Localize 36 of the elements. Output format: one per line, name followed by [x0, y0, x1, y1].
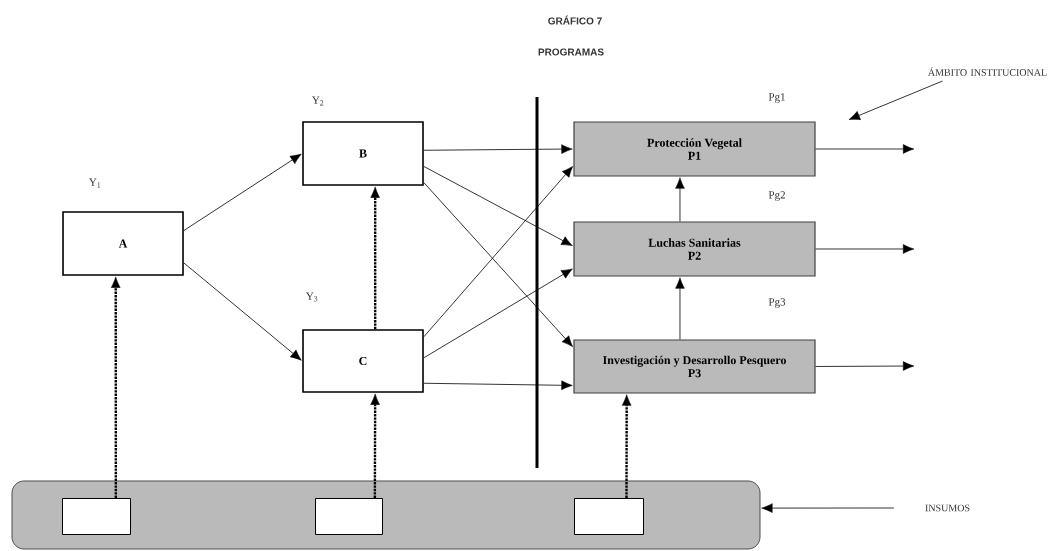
- node-caption: Pg2: [768, 191, 785, 201]
- arrow: [815, 361, 915, 371]
- program-box: Protección Vegetal P1: [573, 121, 816, 177]
- node-caption: Y$_{3}$: [306, 292, 318, 302]
- node-caption: Y$_{2}$: [312, 96, 324, 106]
- block-box: A: [62, 211, 184, 276]
- arrow: [423, 380, 573, 391]
- arrow: [423, 144, 573, 154]
- arrow: [370, 393, 380, 498]
- arrow: [423, 166, 573, 246]
- arrow: [675, 277, 685, 340]
- arrow: [621, 394, 632, 498]
- note-text: INSUMOS: [925, 504, 970, 512]
- program-box: Luchas Sanitarias P2: [573, 221, 816, 277]
- arrow: [423, 268, 573, 359]
- arrow: [761, 503, 895, 513]
- arrow: [848, 80, 943, 120]
- title: GRÁFICO 7: [548, 15, 602, 25]
- input-box: [574, 498, 644, 535]
- node-caption: Pg1: [768, 93, 785, 103]
- arrow: [815, 244, 915, 254]
- node-caption: Pg3: [768, 298, 786, 308]
- input-box: [315, 498, 383, 535]
- input-box: [62, 498, 131, 535]
- note-text: ÁMBITO INSTITUCIONAL: [927, 67, 1047, 76]
- block-box: C: [302, 329, 424, 393]
- arrow: [110, 276, 121, 498]
- arrow: [183, 153, 302, 231]
- arrow: [183, 262, 302, 361]
- node-caption: Y$_{1}$: [89, 178, 101, 188]
- subtitle: PROGRAMAS: [538, 48, 604, 56]
- arrow: [815, 144, 915, 154]
- block-box: B: [302, 121, 424, 186]
- program-box: Investigación y Desarrollo Pesquero P3: [573, 339, 816, 394]
- arrow: [370, 186, 380, 330]
- arrow: [675, 177, 685, 222]
